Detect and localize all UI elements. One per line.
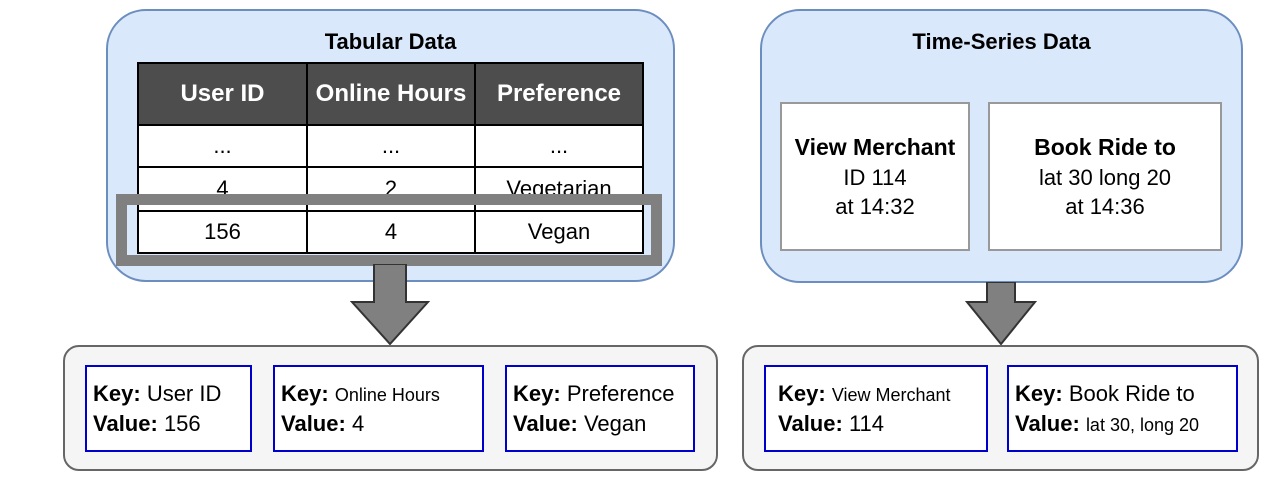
tabular-data-table: User ID Online Hours Preference ... ... …: [137, 62, 644, 254]
column-header-user-id: User ID: [137, 62, 308, 126]
key-label: Key:: [93, 381, 141, 407]
key-value: Book Ride to: [1068, 381, 1195, 407]
timeseries-data-title: Time-Series Data: [912, 29, 1091, 54]
kv-box-book-ride: Key: Book Ride to Value: lat 30, long 20: [1007, 365, 1238, 452]
value-value: 114: [848, 410, 885, 436]
kv-key-line: Key: User ID: [93, 379, 244, 408]
value-label: Value:: [93, 410, 158, 436]
kv-key-line: Key: Book Ride to: [1015, 379, 1230, 408]
value-value: 156: [163, 410, 201, 436]
kv-key-line: Key: View Merchant: [778, 379, 980, 408]
kv-box-view-merchant: Key: View Merchant Value: 114: [764, 365, 988, 452]
value-value: 4: [351, 410, 365, 436]
down-arrow-icon: [350, 264, 430, 346]
kv-key-line: Key: Preference: [513, 379, 687, 408]
kv-value-line: Value: lat 30, long 20: [1015, 409, 1230, 438]
table-cell: 156: [137, 210, 308, 254]
kv-box-preference: Key: Preference Value: Vegan: [505, 365, 695, 452]
value-label: Value:: [281, 410, 346, 436]
value-label: Value:: [1015, 410, 1080, 436]
event-view-merchant: View Merchant ID 114 at 14:32: [780, 102, 970, 251]
value-value: Vegan: [583, 410, 647, 436]
table-cell: ...: [474, 124, 644, 168]
value-label: Value:: [778, 410, 843, 436]
key-value: User ID: [146, 381, 222, 407]
kv-value-line: Value: 156: [93, 409, 244, 438]
kv-box-user-id: Key: User ID Value: 156: [85, 365, 252, 452]
table-row: ... ... ...: [137, 124, 644, 168]
table-header-row: User ID Online Hours Preference: [137, 62, 644, 126]
event-title: Book Ride to: [1034, 133, 1176, 160]
table-cell: Vegan: [474, 210, 644, 254]
key-value: View Merchant: [831, 385, 951, 406]
event-title: View Merchant: [794, 133, 956, 160]
key-label: Key:: [1015, 381, 1063, 407]
table-row-highlighted: 156 4 Vegan: [137, 210, 644, 254]
key-value: Online Hours: [334, 385, 440, 406]
table-cell: 4: [306, 210, 476, 254]
table-cell: ...: [137, 124, 308, 168]
kv-value-line: Value: Vegan: [513, 409, 687, 438]
key-value: Preference: [566, 381, 675, 407]
tabular-data-title: Tabular Data: [324, 29, 457, 54]
key-label: Key:: [778, 381, 826, 407]
row-highlight-frame: [116, 194, 662, 266]
key-label: Key:: [513, 381, 561, 407]
kv-value-line: Value: 4: [281, 409, 476, 438]
event-time: at 14:36: [1065, 193, 1145, 219]
value-label: Value:: [513, 410, 578, 436]
event-detail: lat 30 long 20: [1038, 164, 1172, 190]
down-arrow-icon: [965, 282, 1037, 346]
kv-key-line: Key: Online Hours: [281, 379, 476, 408]
table-cell: ...: [306, 124, 476, 168]
value-value: lat 30, long 20: [1085, 414, 1200, 435]
event-book-ride: Book Ride to lat 30 long 20 at 14:36: [988, 102, 1222, 251]
event-detail: ID 114: [843, 164, 907, 190]
column-header-online-hours: Online Hours: [306, 62, 476, 126]
kv-value-line: Value: 114: [778, 409, 980, 438]
key-label: Key:: [281, 381, 329, 407]
kv-box-online-hours: Key: Online Hours Value: 4: [273, 365, 484, 452]
column-header-preference: Preference: [474, 62, 644, 126]
event-time: at 14:32: [835, 193, 915, 219]
